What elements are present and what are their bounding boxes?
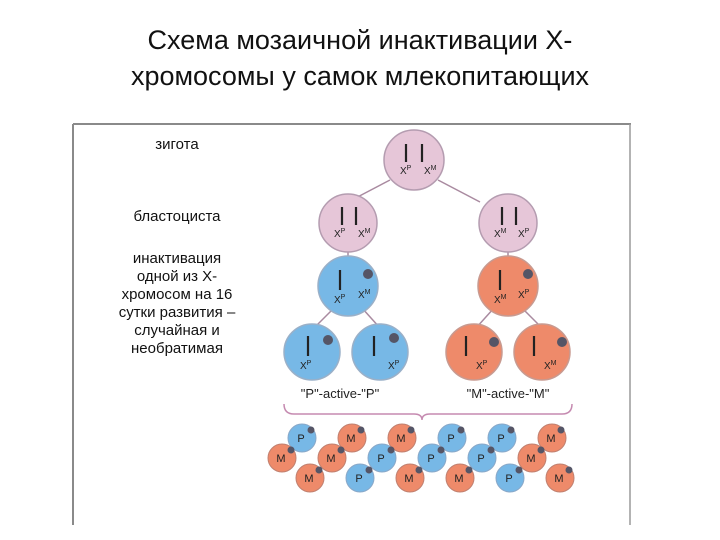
mosaic-cell-paternal: P <box>487 423 517 453</box>
label-blastocyst: бластоциста <box>133 208 221 225</box>
mosaic-cell-label: P <box>497 433 504 445</box>
mosaic-cell-label: P <box>355 473 362 485</box>
label-zygote: зигота <box>155 136 199 153</box>
paternal-x-label: XP <box>388 360 400 372</box>
inactivation-cell-red <box>477 255 539 317</box>
mosaic-cell-label: P <box>447 433 454 445</box>
mosaic-cell-label: M <box>346 433 355 445</box>
inactivation-line-6: необратимая <box>131 340 223 357</box>
inactivation-line-2: одной из Х- <box>136 268 218 285</box>
mosaic-cell-label: P <box>477 453 484 465</box>
mosaic-cell-label: P <box>427 453 434 465</box>
group-bracket <box>283 403 573 421</box>
zygote-cell <box>383 129 445 191</box>
title-line-1: Схема мозаичной инактивации Х- <box>147 25 573 55</box>
diagram-figure: XP XM XP XM XM XP XP XM XM XP XP XP XP XM "P"-active-… <box>72 122 632 527</box>
mosaic-cell-label: P <box>505 473 512 485</box>
paternal-x-label: XP <box>518 289 530 301</box>
mosaic-cell-paternal: P <box>287 423 317 453</box>
mosaic-cell-paternal: P <box>437 423 467 453</box>
mosaic-cell-paternal: P <box>417 443 447 473</box>
barr-body-dot <box>523 269 533 279</box>
mosaic-cell-label: M <box>304 473 313 485</box>
mosaic-cell-maternal: M <box>317 443 347 473</box>
maternal-x-label: XM <box>424 165 437 177</box>
mosaic-cell-paternal: P <box>345 463 375 493</box>
mosaic-cell-label: M <box>554 473 563 485</box>
paternal-x-label: XP <box>476 360 488 372</box>
inactivation-line-4: сутки развития – <box>118 304 236 321</box>
mosaic-cell-label: M <box>546 433 555 445</box>
mosaic-cell-maternal: M <box>545 463 575 493</box>
maternal-x-label: XM <box>494 228 507 240</box>
inactivation-cell-blue <box>317 255 379 317</box>
group-label-maternal: "M"-active-"M" <box>467 386 550 401</box>
mosaic-cell-maternal: M <box>517 443 547 473</box>
inactivation-line-1: инактивация <box>132 250 222 267</box>
diagram-svg: XP XM XP XM XM XP XP XM XM XP XP XP XP XM "P"-active-… <box>72 123 631 525</box>
mosaic-cell-label: P <box>297 433 304 445</box>
mosaic-cell-label: M <box>526 453 535 465</box>
mosaic-cell-paternal: P <box>495 463 525 493</box>
inactivation-line-5: случайная и <box>134 322 220 339</box>
paternal-x-label: XP <box>300 360 312 372</box>
inactivation-line-3: хромосом на 16 <box>121 286 233 303</box>
mosaic-cell-label: M <box>454 473 463 485</box>
mosaic-cell-maternal: M <box>395 463 425 493</box>
daughter-cell-red-1 <box>445 323 503 381</box>
blastocyst-cell-left <box>318 193 378 253</box>
mosaic-cell-maternal: M <box>337 423 367 453</box>
paternal-x-label: XP <box>518 228 530 240</box>
mosaic-cell-maternal: M <box>445 463 475 493</box>
blastocyst-cell-right <box>478 193 538 253</box>
mosaic-cell-paternal: P <box>367 443 397 473</box>
mosaic-cell-maternal: M <box>537 423 567 453</box>
mosaic-cell-label: P <box>377 453 384 465</box>
mosaic-cell-label: M <box>404 473 413 485</box>
daughter-cell-blue-2 <box>351 323 409 381</box>
maternal-x-label: XM <box>494 294 507 306</box>
label-inactivation: инактивация одной из Х- хромосом на 16 с… <box>92 250 262 358</box>
maternal-x-label: XM <box>358 228 371 240</box>
daughter-cell-blue-1 <box>283 323 341 381</box>
mosaic-cell-maternal: M <box>295 463 325 493</box>
mosaic-cell-label: M <box>326 453 335 465</box>
mosaic-cell-label: M <box>396 433 405 445</box>
mosaic-cell-label: M <box>276 453 285 465</box>
mosaic-cell-maternal: M <box>267 443 297 473</box>
maternal-x-label: XM <box>544 360 557 372</box>
paternal-x-label: XP <box>334 228 346 240</box>
title-line-2: хромосомы у самок млекопитающих <box>130 61 590 91</box>
group-label-paternal: "P"-active-"P" <box>301 386 380 401</box>
chromosome-labels: XP XM XP XM XM XP XP XM XM XP XP XP XP XM <box>300 165 557 372</box>
mosaic-cell-maternal: M <box>387 423 417 453</box>
slide-title: Схема мозаичной инактивации Х- хромосомы… <box>0 22 720 94</box>
barr-body-dot <box>363 269 373 279</box>
mosaic-cell-paternal: P <box>467 443 497 473</box>
paternal-x-label: XP <box>400 165 412 177</box>
paternal-x-label: XP <box>334 294 346 306</box>
maternal-x-label: XM <box>358 289 371 301</box>
daughter-cell-red-2 <box>513 323 571 381</box>
